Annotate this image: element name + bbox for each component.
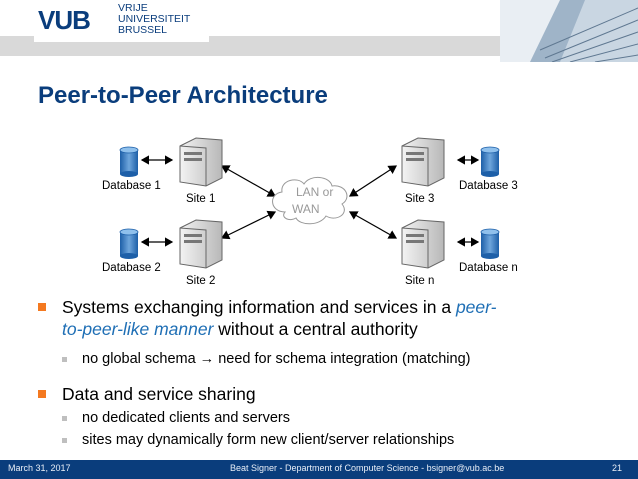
logo-line-2: UNIVERSITEIT [118,13,191,25]
database-3-icon [480,146,500,177]
server-site-1-icon [179,137,223,187]
database-1-label: Database 1 [102,180,161,192]
vub-logo: VUB VRIJE UNIVERSITEIT BRUSSEL [34,0,209,42]
database-3-label: Database 3 [459,180,518,192]
building-image [500,0,638,62]
bullet-2-sub-2: sites may dynamically form new client/se… [82,432,455,448]
database-1-icon [119,146,139,177]
bullet-2: Data and service sharing [62,384,256,404]
bullet-marker [38,390,46,398]
site-2-label: Site 2 [186,275,215,287]
server-site-n-icon [401,219,445,269]
footer-center: Beat Signer - Department of Computer Sci… [230,463,505,473]
slide-footer: March 31, 2017 Beat Signer - Department … [0,460,638,479]
footer-page-number: 21 [612,463,623,473]
sub-bullet-marker [62,357,67,362]
sub-bullet-marker [62,416,67,421]
bullet-2-sub-1: no dedicated clients and servers [82,410,290,426]
bullet-1-text-end: without a central authority [213,319,418,339]
network-cloud: LAN or WAN [272,177,348,225]
connection-arrows [140,155,480,247]
database-n-label: Database n [459,262,518,274]
logo-line-3: BRUSSEL [118,24,168,36]
server-site-3-icon [401,137,445,187]
bullet-1-sub-1: no global schema → need for schema integ… [82,351,471,367]
slide-title: Peer-to-Peer Architecture [38,82,328,109]
cloud-label-2: WAN [292,202,320,216]
bullet-1-emphasis-a: peer- [455,297,497,317]
site-1-label: Site 1 [186,193,215,205]
database-2-label: Database 2 [102,262,161,274]
cloud-label-1: LAN or [296,185,333,199]
logo-mark: VUB [38,5,91,35]
database-2-icon [119,228,139,259]
database-n-icon [480,228,500,259]
slide-header: VUB VRIJE UNIVERSITEIT BRUSSEL [0,0,638,62]
footer-date: March 31, 2017 [8,463,71,473]
p2p-diagram: LAN or WAN [102,137,518,287]
logo-line-1: VRIJE [118,2,148,14]
server-site-2-icon [179,219,223,269]
bullet-marker [38,303,46,311]
sub-bullet-marker [62,438,67,443]
bullet-1-text: Systems exchanging information and servi… [62,297,456,317]
bullet-1-emphasis-b: to-peer-like manner [62,319,214,339]
site-n-label: Site n [405,275,434,287]
bullet-1: Systems exchanging information and servi… [62,296,618,340]
site-3-label: Site 3 [405,193,434,205]
